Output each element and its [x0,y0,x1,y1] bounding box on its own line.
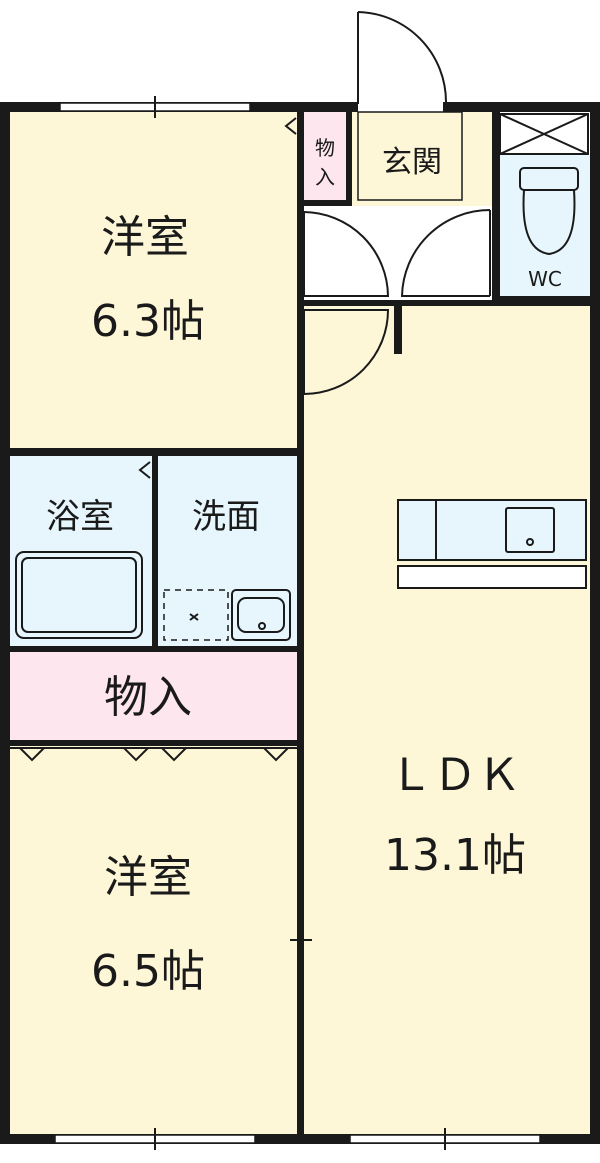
washing-machine-pan [163,589,229,641]
wall-top-right [444,102,600,112]
label-ldk-name: ＬＤＫ [389,750,521,801]
label-wc: WC [528,267,562,291]
washbasin-icon [231,589,291,641]
label-western-top-name: 洋室 [101,212,189,263]
wall-below-storage [10,740,297,746]
wall-left [0,102,10,1144]
wall-stub [394,306,402,354]
label-bath: 浴室 [46,497,114,537]
toilet-icon [519,167,579,256]
wall-bath-wash [152,456,158,646]
closet-doors [10,747,297,762]
wall-above-storage [10,646,297,652]
kitchen-counter-icon [397,499,587,589]
label-entrance: 玄関 [382,145,442,180]
wall-west-top-bottom [10,448,297,456]
room-storage-small [304,112,352,206]
wall-wc-left [492,112,500,306]
entrance-door-swing [357,11,447,103]
entrance-step [357,111,463,201]
room-hall [304,206,492,306]
room-entrance [352,112,492,206]
room-storage-mid [10,652,297,740]
wall-right [590,102,600,1144]
bathtub-icon [15,551,143,639]
door-western-top [303,211,390,297]
room-ldk [304,306,590,1134]
room-western-top [10,112,297,448]
label-western-bottom-size: 6.5帖 [91,946,205,997]
wall-bottom [0,1134,600,1144]
room-western-bottom [10,746,297,1134]
wall-mid-vertical [297,112,304,1134]
label-western-top-size: 6.3帖 [91,296,205,347]
door-hall [400,209,491,297]
label-western-bottom-name: 洋室 [104,852,192,903]
wall-hall-ldk [304,300,500,306]
label-storage-small-top: 物 [315,136,335,160]
wall-wc-bottom [492,296,590,306]
label-wash: 洗面 [192,497,260,537]
wall-storage-bottom [304,200,352,206]
label-ldk-size: 13.1帖 [384,830,526,881]
label-storage-small-bottom: 入 [315,165,335,189]
wall-storage-entrance [346,112,352,206]
label-storage-mid: 物入 [104,672,192,723]
door-ldk [303,309,390,395]
